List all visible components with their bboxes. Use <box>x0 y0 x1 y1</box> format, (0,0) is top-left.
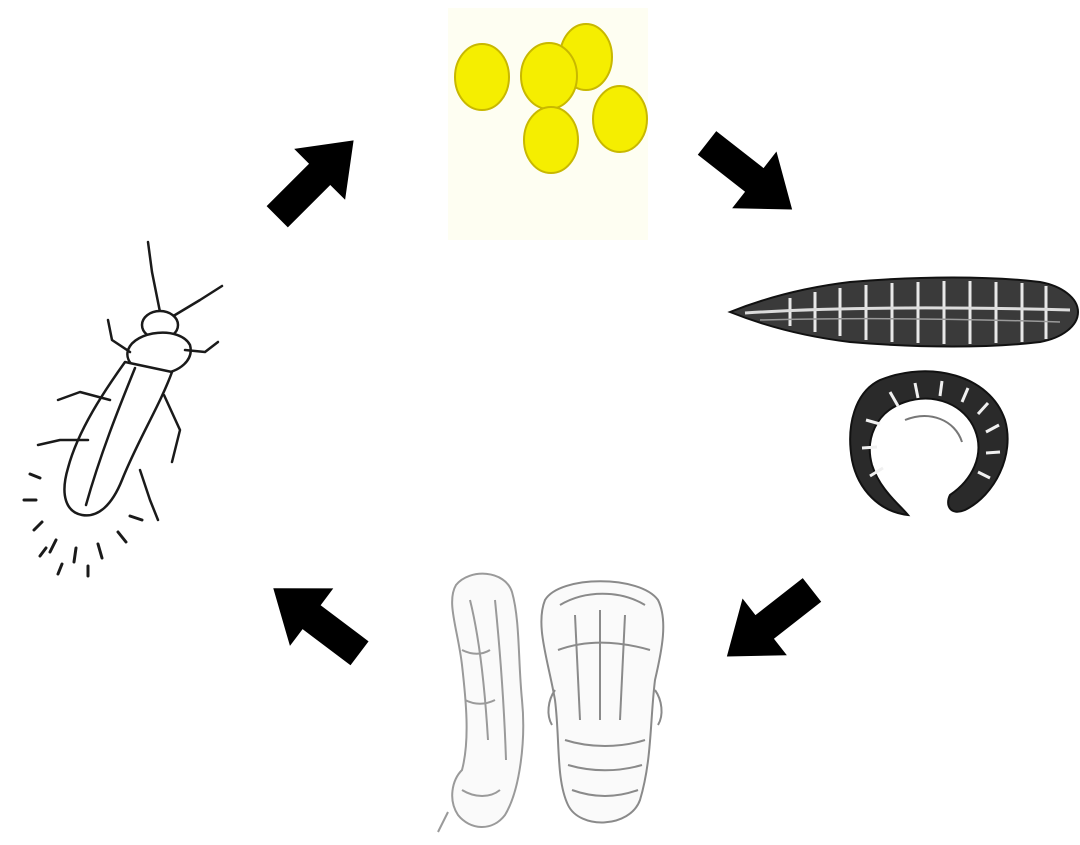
pupa-front-icon <box>541 581 663 822</box>
firefly-icon <box>24 242 222 576</box>
eggs-icon <box>448 8 648 240</box>
arrow-pupa-to-adult <box>252 560 382 682</box>
arrow-larva-to-pupa <box>705 562 834 685</box>
curled-larva-icon <box>850 371 1007 515</box>
pupa-icon <box>438 574 523 832</box>
arrow-eggs-to-larva <box>685 115 814 238</box>
arrow-adult-to-eggs <box>252 115 379 242</box>
larva-icon <box>730 278 1078 347</box>
